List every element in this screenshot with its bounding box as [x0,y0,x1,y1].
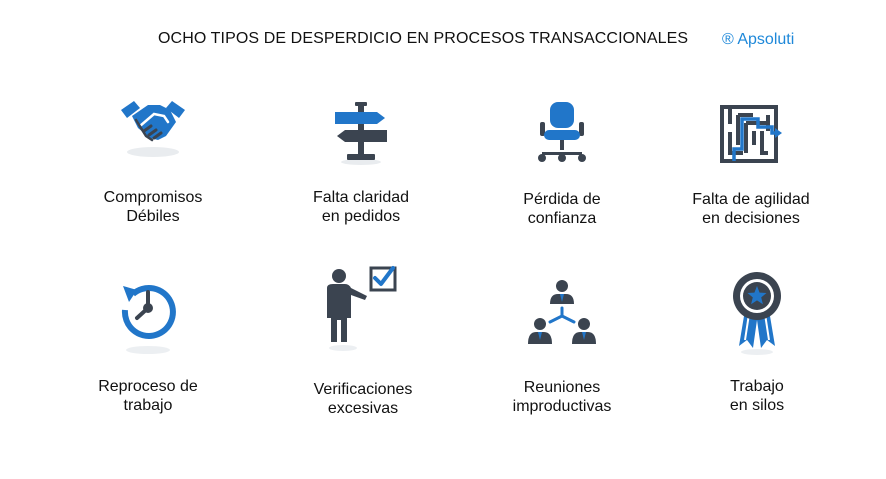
page-title: OCHO TIPOS DE DESPERDICIO EN PROCESOS TR… [158,30,689,47]
meeting-people-icon [526,278,598,350]
handshake-icon [118,96,188,158]
office-chair-icon [534,100,590,166]
rework-clock-icon [117,282,179,356]
item-label: Compromisos Débiles [103,189,203,225]
award-ribbon-icon [727,270,787,356]
item-label: Falta claridad en pedidos [312,189,410,225]
item-label: Trabajo en silos [729,378,785,414]
item-label: Reproceso de trabajo [98,378,198,414]
item-label: Verificaciones excesivas [313,381,413,417]
presenter-checkbox-icon [323,264,403,354]
maze-icon [719,104,783,168]
item-label: Reuniones improductivas [512,379,612,415]
item-label: Pérdida de confianza [523,191,601,227]
brand-name: ® Apsoluti [722,31,795,48]
signpost-icon [331,96,391,166]
item-label: Falta de agilidad en decisiones [692,191,810,227]
